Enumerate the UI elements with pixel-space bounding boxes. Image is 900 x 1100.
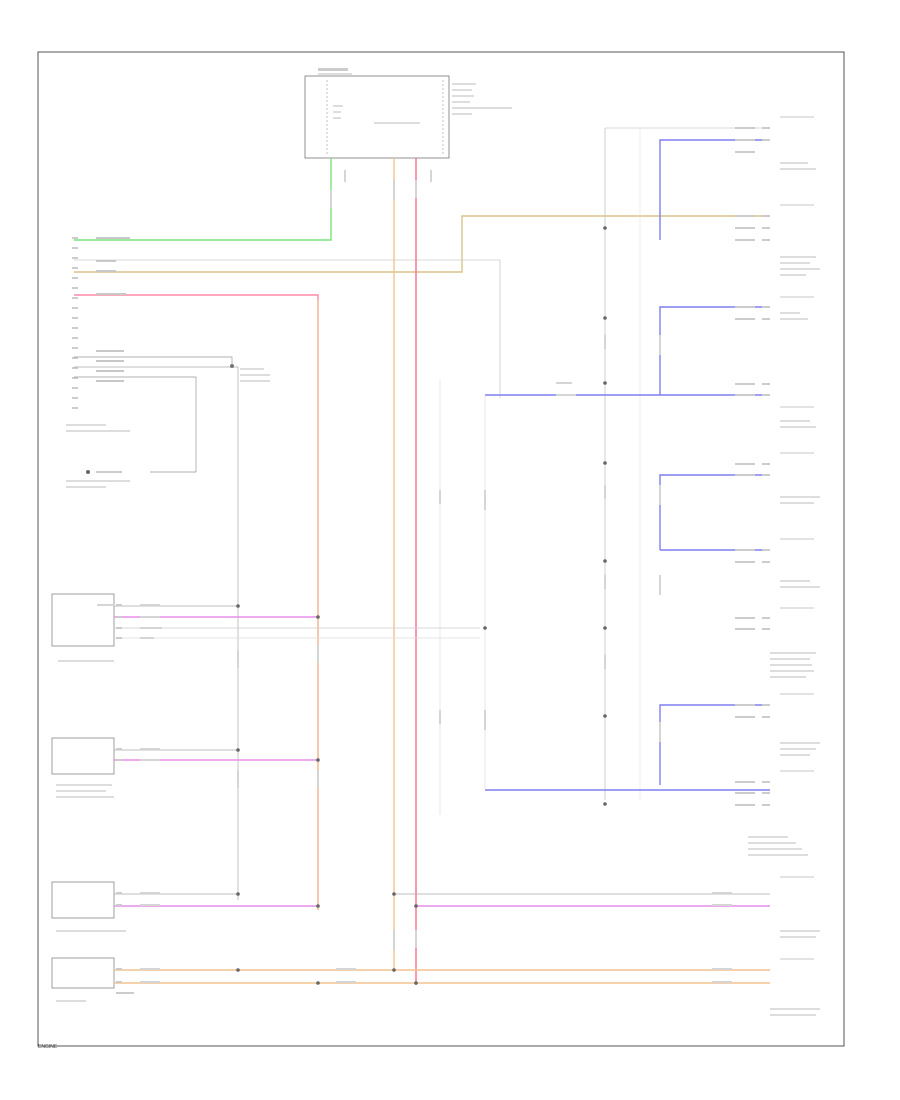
wire-blue-2 xyxy=(659,306,770,395)
instrument-cluster-module xyxy=(51,593,115,662)
restraint-module xyxy=(51,881,126,932)
wire-color-tags xyxy=(97,170,732,983)
wire-gray-top xyxy=(74,259,501,398)
splice-points xyxy=(236,226,607,985)
wire-blue-6 xyxy=(659,704,770,785)
wire-green xyxy=(74,158,332,241)
diagram-border xyxy=(37,51,845,1047)
wire-diag-2 xyxy=(74,366,239,900)
central-module xyxy=(304,68,512,159)
right-pins xyxy=(735,127,770,806)
wire-blue-1 xyxy=(659,139,770,240)
body-control-module xyxy=(51,737,115,798)
pin-number-ticks xyxy=(116,604,134,994)
dlc-module xyxy=(51,957,115,1002)
wire-blue-4 xyxy=(659,474,770,550)
wire-diag-1 xyxy=(74,356,233,364)
wire-diag-3 xyxy=(74,376,197,473)
pin-list xyxy=(66,237,130,432)
footer-code: ENGINE xyxy=(38,1044,58,1050)
right-module-labels xyxy=(748,116,820,1016)
wire-tan xyxy=(74,215,770,273)
